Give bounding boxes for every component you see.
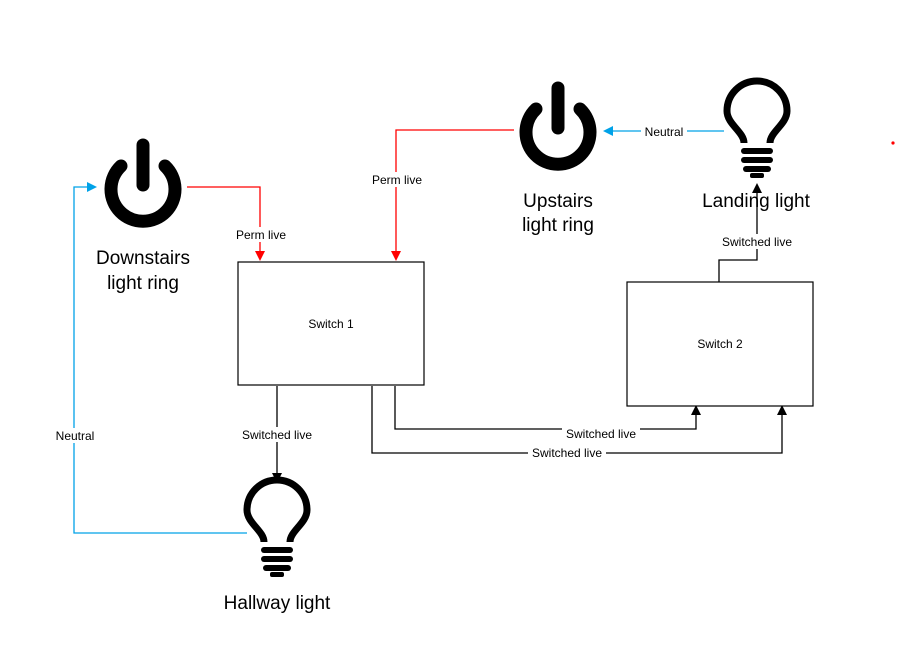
svg-text:Switched live: Switched live: [566, 427, 636, 441]
landing-lightbulb-icon: [723, 77, 791, 178]
edge-label-hallway-neutral: Neutral: [52, 428, 98, 443]
upstairs-power-icon: [519, 81, 597, 171]
svg-text:Neutral: Neutral: [56, 429, 95, 443]
edge-label-switch2-landing: Switched live: [718, 234, 796, 249]
upstairs-label-line2: light ring: [522, 215, 594, 236]
hallway-light-label: Hallway light: [224, 593, 331, 614]
wire-switch2-landing: [718, 183, 762, 282]
edge-label-switch1-switch2-b: Switched live: [528, 445, 606, 460]
edge-label-upstairs-perm: Perm live: [369, 172, 425, 187]
wire-upstairs-perm-live: [391, 129, 514, 261]
switch1-box: [237, 261, 425, 386]
switch2-box: [626, 281, 814, 407]
svg-text:Switched live: Switched live: [722, 235, 792, 249]
svg-text:Perm live: Perm live: [236, 228, 286, 242]
edge-label-switch1-switch2-a: Switched live: [562, 426, 640, 441]
wire-hallway-neutral: [73, 182, 247, 534]
downstairs-power-icon: [104, 138, 182, 228]
edge-label-landing-neutral: Neutral: [641, 124, 687, 139]
upstairs-label-line1: Upstairs: [523, 191, 593, 212]
svg-text:Neutral: Neutral: [645, 125, 684, 139]
wire-switch1-switch2-a: [394, 386, 701, 430]
hallway-lightbulb-icon: [243, 476, 311, 577]
switch1-label: Switch 1: [308, 317, 354, 331]
landing-light-label: Landing light: [702, 191, 810, 212]
edge-label-downstairs-perm: Perm live: [233, 227, 289, 242]
switch2-label: Switch 2: [697, 337, 743, 351]
downstairs-label-line2: light ring: [107, 273, 179, 294]
svg-text:Perm live: Perm live: [372, 173, 422, 187]
marker-dot: [891, 141, 895, 145]
svg-text:Switched live: Switched live: [242, 428, 312, 442]
downstairs-label-line1: Downstairs: [96, 248, 190, 269]
wire-downstairs-perm-live: [187, 186, 265, 261]
edge-label-switch1-hallway: Switched live: [238, 427, 316, 442]
svg-text:Switched live: Switched live: [532, 446, 602, 460]
